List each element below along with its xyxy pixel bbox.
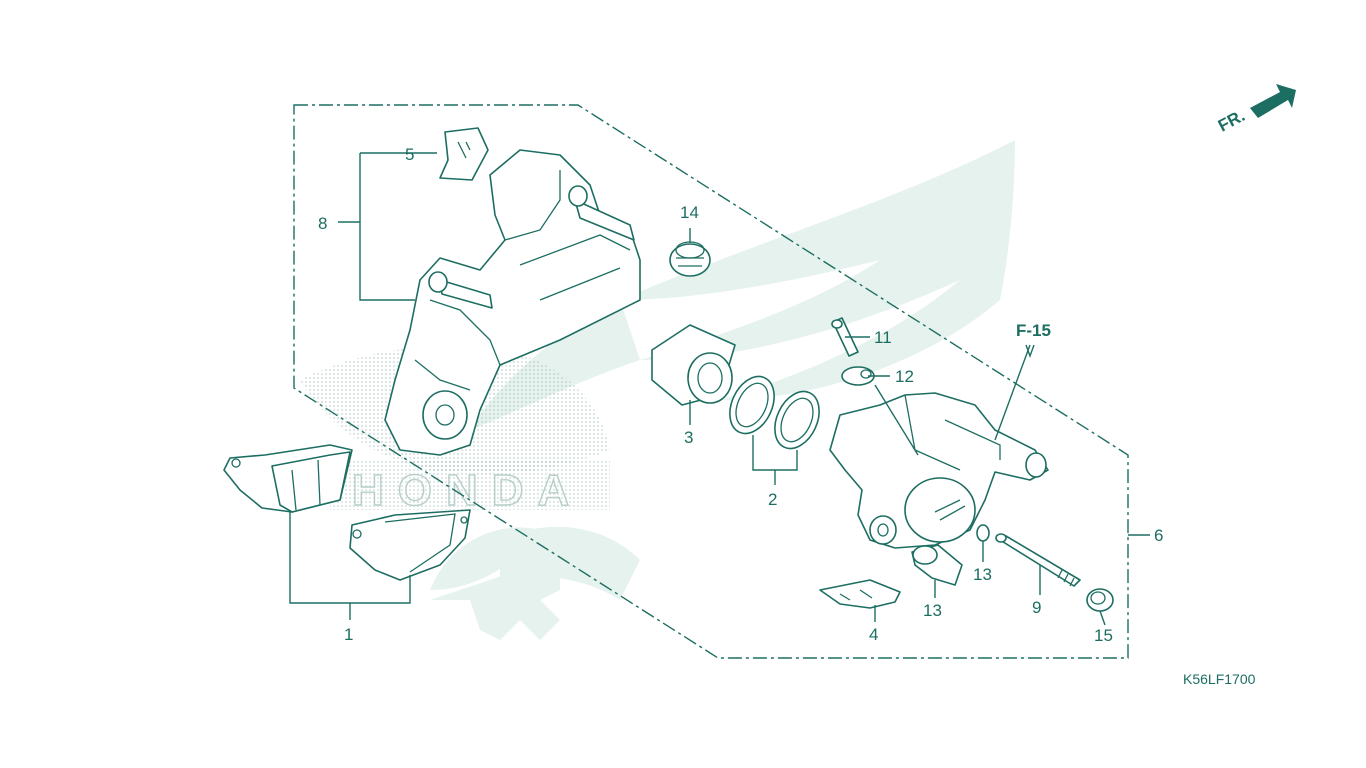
kit-boundary: [293, 104, 1129, 659]
washer: [976, 524, 990, 542]
callout-14: 14: [680, 203, 699, 222]
callout-8: 8: [318, 214, 327, 233]
callout-6: 6: [1154, 526, 1163, 545]
arrow-right-icon: [1250, 84, 1296, 118]
callout-12: 13: [973, 565, 992, 584]
callout-9: 9: [1032, 598, 1041, 617]
watermark-text: HONDA: [352, 466, 583, 515]
direction-label: FR.: [1215, 106, 1248, 136]
callout-15: 15: [1094, 626, 1113, 645]
leader-lines: [289, 152, 1150, 626]
callout-13: 13: [923, 601, 942, 620]
diagram-code: K56LF1700: [1183, 671, 1256, 687]
callout-5: 5: [405, 145, 414, 164]
callout-1: 1: [344, 625, 353, 644]
front-direction-indicator: FR.: [1215, 84, 1296, 136]
pad-spring: [819, 579, 901, 609]
piston: [651, 324, 736, 406]
callout-3: 3: [684, 428, 693, 447]
piston-seals: [729, 375, 820, 450]
caliper-body: [829, 392, 1049, 549]
pad-pin-bolt: [995, 533, 1081, 587]
slide-pin: [911, 544, 963, 586]
pin-plug: [1086, 588, 1114, 612]
caliper-bracket: [384, 149, 641, 456]
reference-label: F-15: [1016, 321, 1051, 340]
callout-11: 12: [895, 367, 914, 386]
brake-pad-set: [223, 444, 471, 581]
callout-10: 11: [874, 328, 892, 347]
callout-2: 2: [768, 490, 777, 509]
callout-4: 4: [869, 625, 878, 644]
pin-boot: [669, 241, 711, 277]
